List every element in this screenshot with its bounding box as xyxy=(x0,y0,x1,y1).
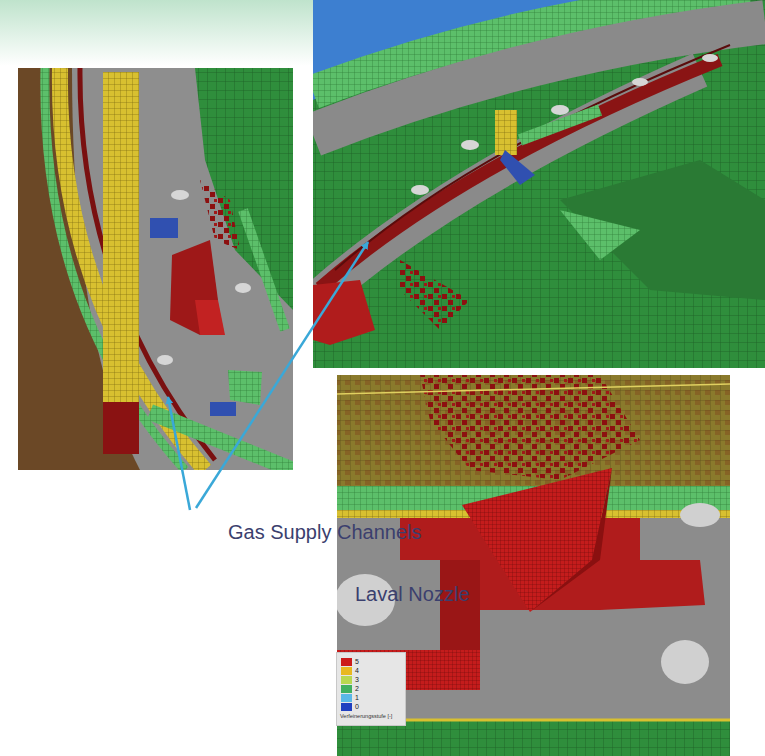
legend-swatch xyxy=(341,694,352,702)
legend-text: 2 xyxy=(355,684,359,693)
legend-text: 1 xyxy=(355,693,359,702)
legend-text: 0 xyxy=(355,702,359,711)
annotation-label: Laval Nozzle xyxy=(355,583,470,605)
legend-swatch xyxy=(341,703,352,711)
legend-text: 4 xyxy=(355,666,359,675)
legend-swatch xyxy=(341,658,352,666)
legend-swatch xyxy=(341,685,352,693)
legend-swatch xyxy=(341,676,352,684)
legend-title: Verfeinerungsstufe [-] xyxy=(340,713,392,720)
legend-swatch xyxy=(341,667,352,675)
annotation-label: Gas Supply Channels xyxy=(228,521,421,543)
leader-line xyxy=(196,242,368,508)
color-legend: Verfeinerungsstufe [-] 543210 xyxy=(336,652,406,726)
legend-text: 3 xyxy=(355,675,359,684)
legend-text: 5 xyxy=(355,657,359,666)
leader-line xyxy=(168,397,190,510)
